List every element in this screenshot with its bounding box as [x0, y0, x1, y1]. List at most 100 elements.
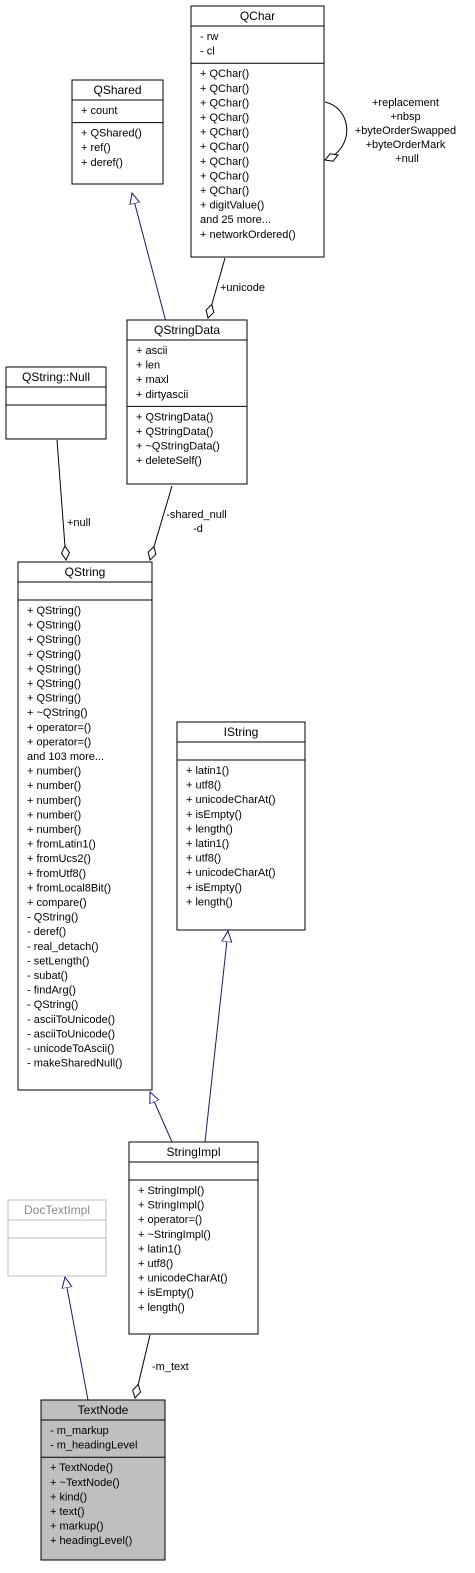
- operation: + QChar(): [200, 112, 249, 124]
- operation: + isEmpty(): [186, 809, 242, 821]
- operation: + operator=(): [27, 736, 91, 748]
- class-box: [71, 79, 164, 185]
- operation: + QChar(): [200, 141, 249, 153]
- operation: + QString(): [27, 620, 81, 632]
- operation: - subat(): [27, 970, 68, 982]
- class-name: QString::Null: [22, 370, 90, 384]
- edge-label-nbsp: +nbsp: [390, 111, 420, 123]
- operation: + QChar(): [200, 97, 249, 109]
- operation: + QString(): [27, 678, 81, 690]
- operation: + digitValue(): [200, 200, 264, 212]
- operation: + isEmpty(): [186, 882, 242, 894]
- operation: + TextNode(): [50, 1462, 113, 1474]
- operation: + text(): [50, 1506, 85, 1518]
- operation: + QChar(): [200, 170, 249, 182]
- operation: + operator=(): [138, 1214, 202, 1226]
- operation: - unicodeToAscii(): [27, 1043, 114, 1055]
- class-box: [190, 5, 325, 258]
- class-qstringdata: QStringData+ ascii+ len+ maxl+ dirtyasci…: [126, 319, 248, 485]
- operation: + StringImpl(): [138, 1200, 204, 1212]
- operation: - setLength(): [27, 955, 89, 967]
- operation: + length(): [186, 896, 233, 908]
- edge-stringimpl-inherits-istring: [204, 931, 228, 1143]
- attribute: - m_markup: [50, 1425, 109, 1437]
- operation: - QString(): [27, 912, 78, 924]
- operation: + markup(): [50, 1521, 104, 1533]
- edge-qstringdata-shared-null: [147, 485, 173, 561]
- operation: - asciiToUnicode(): [27, 1014, 115, 1026]
- edge-label-replacement: +replacement: [372, 97, 439, 109]
- edge-qchar-self-loop: [324, 101, 348, 162]
- operation: + number(): [27, 766, 81, 778]
- operation: + unicodeCharAt(): [186, 867, 276, 879]
- operation: + ref(): [81, 142, 111, 154]
- operation: + fromUcs2(): [27, 853, 91, 865]
- class-name: QStringData: [154, 323, 220, 337]
- operation: + QString(): [27, 605, 81, 617]
- operation: + unicodeCharAt(): [186, 794, 276, 806]
- operation: + fromLocal8Bit(): [27, 882, 111, 894]
- class-qstring-null: QString::Null: [5, 366, 107, 440]
- operation: + QString(): [27, 634, 81, 646]
- operation: + kind(): [50, 1491, 87, 1503]
- class-qshared: QShared+ count+ QShared()+ ref()+ deref(…: [71, 79, 164, 185]
- edge-label-null-qchar: +null: [395, 153, 419, 165]
- attribute: - rw: [200, 31, 218, 43]
- attribute: + len: [136, 360, 160, 372]
- edge-label-m-text: -m_text: [152, 1361, 189, 1373]
- operation: + number(): [27, 780, 81, 792]
- operation: + QChar(): [200, 185, 249, 197]
- edge-qchar-unicode: [205, 257, 226, 319]
- class-name: StringImpl: [166, 1145, 220, 1159]
- operation: + QChar(): [200, 68, 249, 80]
- operation: + number(): [27, 824, 81, 836]
- class-qchar: QChar - rw - cl + QChar() + QChar() + QChar()…: [190, 5, 325, 258]
- class-box: [176, 721, 306, 931]
- class-name: QChar: [240, 9, 275, 23]
- class-istring: IString+ latin1()+ utf8()+ unicodeCharAt…: [176, 721, 306, 931]
- operation: + StringImpl(): [138, 1185, 204, 1197]
- class-name: QString: [65, 565, 106, 579]
- operation: + QString(): [27, 649, 81, 661]
- operation: + QStringData(): [136, 426, 213, 438]
- edge-qstring-null: [56, 439, 71, 562]
- operation: + deleteSelf(): [136, 455, 202, 467]
- attribute: + dirtyascii: [136, 389, 188, 401]
- edge-label-byteorderswapped: +byteOrderSwapped: [355, 125, 456, 137]
- edge-label-unicode: +unicode: [220, 282, 265, 294]
- class-stringimpl: StringImpl + StringImpl() + StringImpl() + …: [128, 1141, 259, 1335]
- edge-label-d-text: -d: [193, 523, 203, 535]
- edge-stringimpl-m-text: [132, 1334, 151, 1399]
- edge-label-qchar-self: +replacement +nbsp +byteOrderSwapped +by…: [355, 97, 459, 165]
- class-box: [17, 561, 153, 1091]
- attribute: + count: [81, 105, 117, 117]
- operation: + headingLevel(): [50, 1535, 132, 1547]
- operation: + length(): [186, 823, 233, 835]
- class-boxes: QChar - rw - cl + QChar() + QChar() + QChar()…: [5, 5, 325, 1561]
- operation: + compare(): [27, 897, 87, 909]
- operation: - real_detach(): [27, 941, 99, 953]
- operation: + ~StringImpl(): [138, 1229, 211, 1241]
- operation: + QString(): [27, 693, 81, 705]
- operation: + operator=(): [27, 722, 91, 734]
- operation: + QStringData(): [136, 411, 213, 423]
- operation: - findArg(): [27, 985, 76, 997]
- operation: + networkOrdered(): [200, 229, 296, 241]
- operation: + fromUtf8(): [27, 868, 86, 880]
- operation: - QString(): [27, 999, 78, 1011]
- class-textnode: TextNode- m_markup- m_headingLevel+ Text…: [40, 1399, 166, 1561]
- class-box: [40, 1399, 166, 1561]
- operation: + deref(): [81, 157, 123, 169]
- operation: - makeSharedNull(): [27, 1058, 122, 1070]
- class-doctextimpl: DocTextImpl: [7, 1199, 107, 1277]
- class-box: [126, 319, 248, 485]
- operation: + latin1(): [138, 1243, 181, 1255]
- operation: + number(): [27, 809, 81, 821]
- operation: + utf8(): [186, 780, 221, 792]
- edge-stringimpl-inherits-qstring: [150, 1092, 173, 1143]
- operation: + utf8(): [138, 1258, 173, 1270]
- attribute: - cl: [200, 46, 215, 58]
- edge-label-byteordermark: +byteOrderMark: [366, 139, 446, 151]
- operation: + utf8(): [186, 853, 221, 865]
